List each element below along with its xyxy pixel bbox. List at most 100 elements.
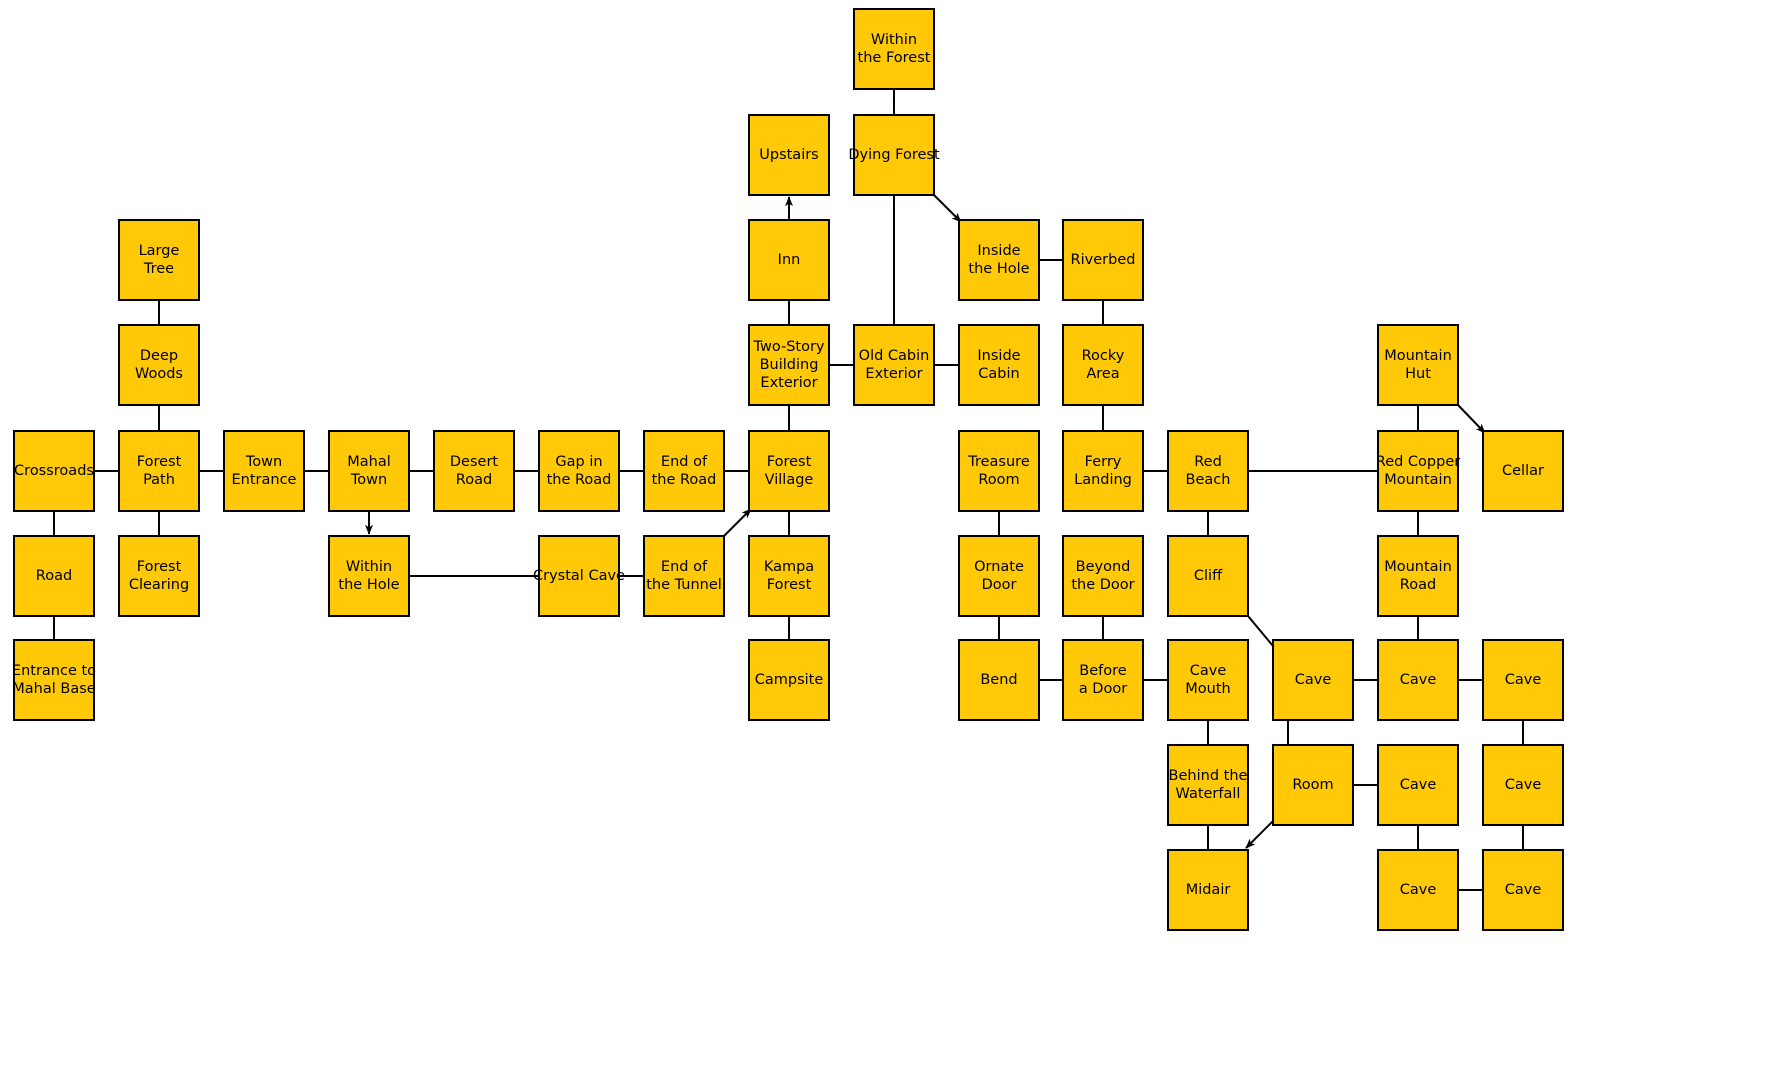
node-box-end-of-road[interactable] — [643, 430, 725, 512]
node-box-cave-left-mid[interactable] — [1272, 639, 1354, 721]
node-box-ferry-landing[interactable] — [1062, 430, 1144, 512]
node-box-riverbed[interactable] — [1062, 219, 1144, 301]
node-crystal-cave[interactable]: Crystal Cave — [533, 535, 625, 617]
node-cave-r1[interactable]: Cave — [1482, 639, 1564, 721]
node-crossroads[interactable]: Crossroads — [13, 430, 95, 512]
node-campsite[interactable]: Campsite — [748, 639, 830, 721]
node-box-town-entrance[interactable] — [223, 430, 305, 512]
node-box-forest-village[interactable] — [748, 430, 830, 512]
node-box-mountain-road[interactable] — [1377, 535, 1459, 617]
node-cave-c2[interactable]: Cave — [1377, 744, 1459, 826]
node-box-red-copper-mtn[interactable] — [1377, 430, 1459, 512]
node-cliff[interactable]: Cliff — [1167, 535, 1249, 617]
node-box-within-forest[interactable] — [853, 8, 935, 90]
node-box-cave-c2[interactable] — [1377, 744, 1459, 826]
node-box-crystal-cave[interactable] — [538, 535, 620, 617]
node-cave-c3[interactable]: Cave — [1377, 849, 1459, 931]
node-box-old-cabin-ext[interactable] — [853, 324, 935, 406]
node-box-inn[interactable] — [748, 219, 830, 301]
node-box-campsite[interactable] — [748, 639, 830, 721]
node-box-deep-woods[interactable] — [118, 324, 200, 406]
node-box-forest-clearing[interactable] — [118, 535, 200, 617]
node-box-entrance-mahal[interactable] — [13, 639, 95, 721]
node-cellar[interactable]: Cellar — [1482, 430, 1564, 512]
node-inn[interactable]: Inn — [748, 219, 830, 301]
node-cave-left-mid[interactable]: Cave — [1272, 639, 1354, 721]
node-midair[interactable]: Midair — [1167, 849, 1249, 931]
node-box-beyond-the-door[interactable] — [1062, 535, 1144, 617]
node-box-cave-r1[interactable] — [1482, 639, 1564, 721]
node-box-cave-mouth[interactable] — [1167, 639, 1249, 721]
node-box-dying-forest[interactable] — [853, 114, 935, 196]
node-riverbed[interactable]: Riverbed — [1062, 219, 1144, 301]
node-box-behind-waterfall[interactable] — [1167, 744, 1249, 826]
node-cave-r3[interactable]: Cave — [1482, 849, 1564, 931]
node-box-rocky-area[interactable] — [1062, 324, 1144, 406]
node-road[interactable]: Road — [13, 535, 95, 617]
node-box-gap-in-road[interactable] — [538, 430, 620, 512]
node-upstairs[interactable]: Upstairs — [748, 114, 830, 196]
node-box-road[interactable] — [13, 535, 95, 617]
node-cave-r2[interactable]: Cave — [1482, 744, 1564, 826]
node-room[interactable]: Room — [1272, 744, 1354, 826]
node-box-end-of-tunnel[interactable] — [643, 535, 725, 617]
node-box-bend[interactable] — [958, 639, 1040, 721]
node-box-mahal-town[interactable] — [328, 430, 410, 512]
node-box-red-beach[interactable] — [1167, 430, 1249, 512]
node-box-room[interactable] — [1272, 744, 1354, 826]
node-box-upstairs[interactable] — [748, 114, 830, 196]
node-box-treasure-room[interactable] — [958, 430, 1040, 512]
node-box-forest-path[interactable] — [118, 430, 200, 512]
node-box-cave-c3[interactable] — [1377, 849, 1459, 931]
node-box-cellar[interactable] — [1482, 430, 1564, 512]
node-box-inside-hole[interactable] — [958, 219, 1040, 301]
node-box-ornate-door[interactable] — [958, 535, 1040, 617]
node-box-crossroads[interactable] — [13, 430, 95, 512]
node-bend[interactable]: Bend — [958, 639, 1040, 721]
node-box-cliff[interactable] — [1167, 535, 1249, 617]
node-box-two-story[interactable] — [748, 324, 830, 406]
node-cave-c1[interactable]: Cave — [1377, 639, 1459, 721]
node-box-cave-r3[interactable] — [1482, 849, 1564, 931]
node-box-cave-c1[interactable] — [1377, 639, 1459, 721]
node-box-before-a-door[interactable] — [1062, 639, 1144, 721]
node-box-large-tree[interactable] — [118, 219, 200, 301]
node-box-desert-road[interactable] — [433, 430, 515, 512]
node-dying-forest[interactable]: Dying Forest — [848, 114, 940, 196]
node-box-inside-cabin[interactable] — [958, 324, 1040, 406]
node-box-within-the-hole[interactable] — [328, 535, 410, 617]
node-box-kampa-forest[interactable] — [748, 535, 830, 617]
node-box-mountain-hut[interactable] — [1377, 324, 1459, 406]
node-box-midair[interactable] — [1167, 849, 1249, 931]
node-box-cave-r2[interactable] — [1482, 744, 1564, 826]
